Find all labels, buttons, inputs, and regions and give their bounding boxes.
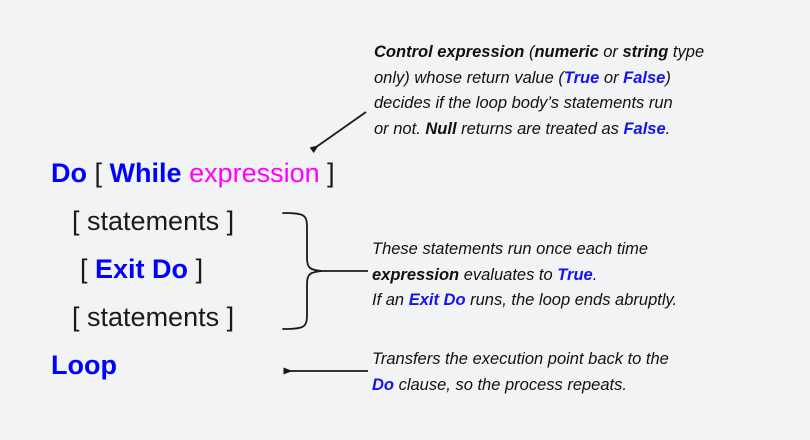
syntax-line-do: Do [ While expression ] bbox=[51, 160, 335, 187]
annot-top-l4-b: returns are treated as bbox=[456, 119, 624, 138]
arrow-to-expression-icon bbox=[309, 111, 367, 154]
bracket-close: ] bbox=[327, 158, 335, 188]
syntax-line-statements-second: [ statements ] bbox=[72, 304, 234, 331]
annotation-line: If an Exit Do runs, the loop ends abrupt… bbox=[372, 288, 677, 314]
annot-top-null: Null bbox=[425, 119, 457, 138]
annotation-line: expression evaluates to True. bbox=[372, 263, 677, 289]
annotation-loop-transfer: Transfers the execution point back to th… bbox=[372, 347, 669, 398]
annotation-line: or not. Null returns are treated as Fals… bbox=[374, 117, 704, 143]
statements-label: statements bbox=[87, 206, 220, 236]
syntax-line-exit-do: [ Exit Do ] bbox=[80, 256, 203, 283]
bracket-close: ] bbox=[195, 254, 204, 284]
annotation-control-expression: Control expression (numeric or string ty… bbox=[374, 40, 704, 142]
annot-bottom-l2-a: clause, so the process repeats. bbox=[394, 375, 627, 394]
annot-top-numeric: numeric bbox=[534, 43, 599, 61]
annot-top-l1-c: type bbox=[668, 43, 705, 61]
annotation-line: Transfers the execution point back to th… bbox=[372, 350, 669, 368]
annot-mid-true: True bbox=[557, 265, 593, 284]
expression-placeholder: expression bbox=[189, 158, 320, 188]
statements-label: statements bbox=[87, 302, 220, 332]
annot-top-true: True bbox=[563, 68, 600, 87]
annotation-line: These statements run once each time bbox=[372, 240, 649, 258]
bracket-open: [ bbox=[72, 206, 80, 236]
annot-bottom-do: Do bbox=[372, 375, 394, 394]
annot-top-l2-a: only) whose return value ( bbox=[374, 68, 564, 87]
annot-top-l1-b: or bbox=[598, 43, 623, 61]
annotation-line: Control expression (numeric or string ty… bbox=[374, 40, 704, 66]
annot-top-l1-a: ( bbox=[524, 43, 535, 61]
annot-top-false-2: False bbox=[623, 119, 666, 138]
keyword-while: While bbox=[109, 158, 182, 188]
annot-top-l4-a: or not. bbox=[374, 119, 426, 138]
bracket-open: [ bbox=[80, 254, 88, 284]
syntax-line-statements-first: [ statements ] bbox=[72, 208, 234, 235]
annot-top-string: string bbox=[622, 43, 669, 61]
brace-statements-icon bbox=[282, 212, 323, 330]
annot-top-l2-b: or bbox=[599, 68, 624, 87]
bracket-close: ] bbox=[226, 206, 235, 236]
bracket-open: [ bbox=[72, 302, 80, 332]
keyword-exit-do: Exit Do bbox=[95, 254, 189, 284]
annotation-line: Do clause, so the process repeats. bbox=[372, 373, 669, 399]
annotation-statements-body: These statements run once each time expr… bbox=[372, 237, 677, 314]
bracket-open: [ bbox=[94, 158, 103, 188]
annot-top-l1-bold: Control expression bbox=[374, 43, 525, 61]
keyword-loop: Loop bbox=[51, 350, 117, 380]
annot-mid-l3-b: runs, the loop ends abruptly. bbox=[465, 291, 678, 309]
annot-mid-l2-a: evaluates to bbox=[459, 265, 558, 284]
annotation-line: decides if the loop body’s statements ru… bbox=[374, 94, 673, 112]
annot-mid-l3-a: If an bbox=[372, 291, 409, 309]
keyword-do: Do bbox=[51, 158, 87, 188]
annot-mid-l2-b: . bbox=[592, 265, 598, 284]
annot-mid-expression: expression bbox=[372, 265, 460, 284]
annot-top-false: False bbox=[623, 68, 666, 87]
annot-top-l2-c: ) bbox=[665, 68, 671, 87]
annot-mid-exit-do: Exit Do bbox=[408, 291, 466, 309]
annotation-line: only) whose return value (True or False) bbox=[374, 66, 704, 92]
bracket-close: ] bbox=[226, 302, 235, 332]
annot-top-l4-c: . bbox=[665, 119, 671, 138]
syntax-line-loop: Loop bbox=[51, 352, 117, 379]
